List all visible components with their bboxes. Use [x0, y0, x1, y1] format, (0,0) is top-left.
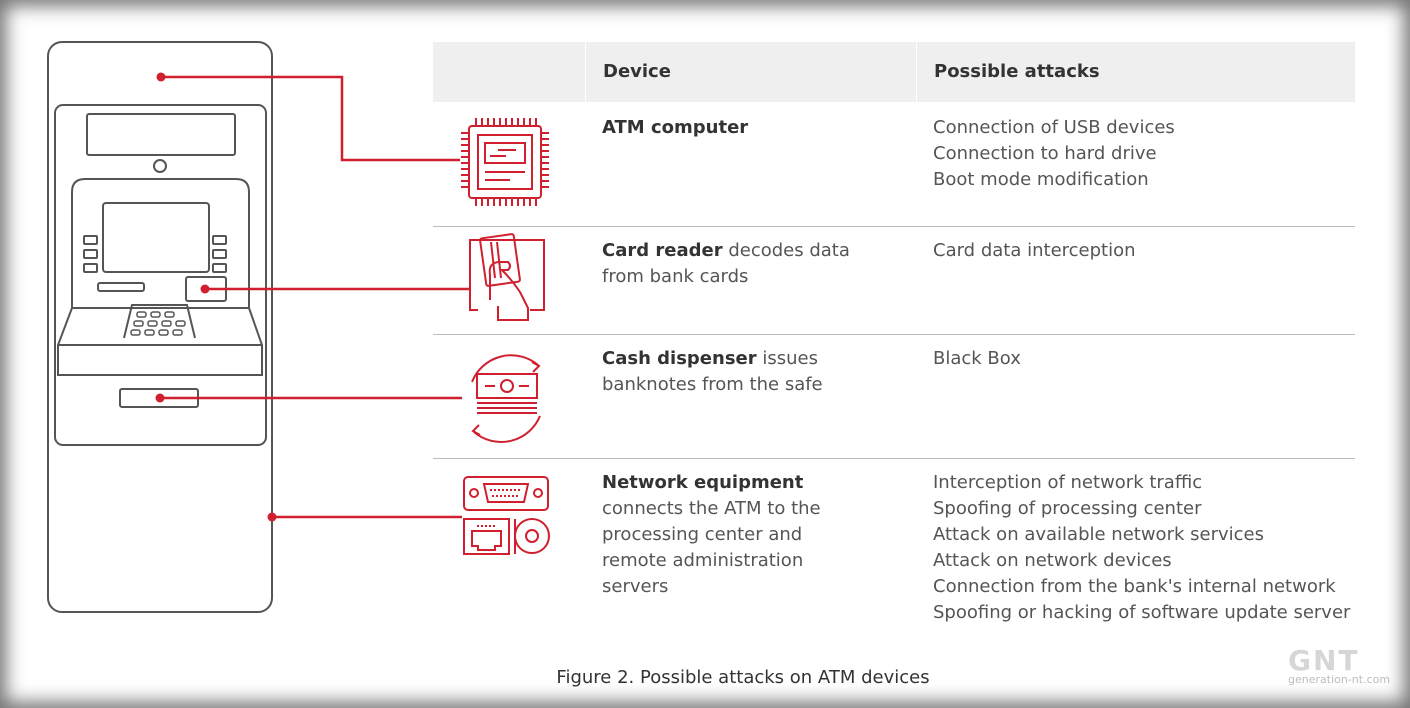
cpu-chip-icon [461, 118, 549, 206]
device-name: ATM computer [602, 117, 749, 138]
attack-item: Card data interception [933, 240, 1136, 261]
device-cell-network-equipment: Network equipment connects the ATM to th… [602, 470, 872, 600]
device-column-header: Device [603, 61, 671, 82]
row-divider [433, 226, 1355, 227]
attack-item: Interception of network traffic [933, 472, 1203, 493]
connector-dots [155, 72, 277, 522]
attack-item: Attack on network devices [933, 550, 1172, 571]
device-description: decodes data from bank cards [602, 240, 850, 287]
cash-dispenser-icon [471, 354, 541, 443]
device-name: Cash dispenser [602, 348, 757, 369]
device-name: Card reader [602, 240, 723, 261]
header-divider [916, 42, 917, 102]
network-ports-icon [463, 476, 550, 555]
attack-item: Connection to hard drive [933, 143, 1157, 164]
connector-lines [160, 75, 470, 519]
attack-item: Boot mode modification [933, 169, 1149, 190]
attacks-column-header: Possible attacks [934, 61, 1100, 82]
attacks-cell-cash-dispenser: Black Box [933, 346, 1353, 372]
card-reader-icon [469, 233, 545, 321]
header-divider [585, 42, 586, 102]
attacks-cell-atm-computer: Connection of USB devices Connection to … [933, 115, 1353, 193]
device-name: Network equipment [602, 472, 804, 493]
device-cell-cash-dispenser: Cash dispenser issues banknotes from the… [602, 346, 832, 398]
attack-item: Spoofing of processing center [933, 498, 1202, 519]
attack-item: Attack on available network services [933, 524, 1264, 545]
watermark-site: generation-nt.com [1288, 673, 1391, 686]
attack-item: Connection of USB devices [933, 117, 1175, 138]
row-divider [433, 458, 1355, 459]
attacks-cell-network-equipment: Interception of network traffic Spoofing… [933, 470, 1353, 626]
table-header [433, 42, 1355, 102]
atm-illustration [47, 41, 273, 613]
attack-item: Connection from the bank's internal netw… [933, 576, 1336, 597]
attacks-cell-card-reader: Card data interception [933, 238, 1353, 264]
device-cell-card-reader: Card reader decodes data from bank cards [602, 238, 852, 290]
attack-item: Spoofing or hacking of software update s… [933, 602, 1351, 623]
attack-item: Black Box [933, 348, 1021, 369]
device-description: connects the ATM to the processing cente… [602, 498, 821, 597]
gnt-watermark-logo: GNT [1288, 644, 1360, 677]
row-divider [433, 334, 1355, 335]
device-cell-atm-computer: ATM computer [602, 115, 902, 141]
figure-caption: Figure 2. Possible attacks on ATM device… [556, 667, 930, 688]
device-description: issues banknotes from the safe [602, 348, 823, 395]
